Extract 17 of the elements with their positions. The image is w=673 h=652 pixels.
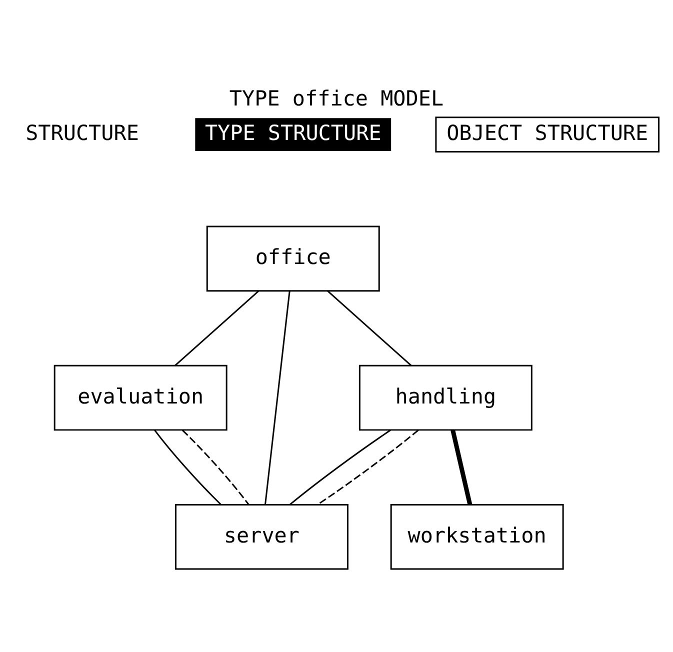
connector [317, 430, 419, 506]
node-box: evaluation [54, 364, 228, 431]
connector [174, 290, 259, 366]
connector [327, 290, 412, 366]
connector [154, 430, 222, 506]
node-box: handling [358, 364, 532, 431]
label: OBJECT STRUCTURE [446, 121, 648, 146]
connector [264, 291, 290, 505]
diagram-title: TYPE office MODEL [229, 86, 444, 111]
node-box: server [174, 504, 348, 570]
connector [289, 430, 391, 506]
node-box: workstation [390, 504, 564, 570]
label: TYPE STRUCTURE [204, 121, 382, 146]
node-box: office [206, 226, 380, 292]
connector [450, 430, 472, 506]
label: STRUCTURE [26, 121, 139, 146]
connector [182, 430, 250, 506]
